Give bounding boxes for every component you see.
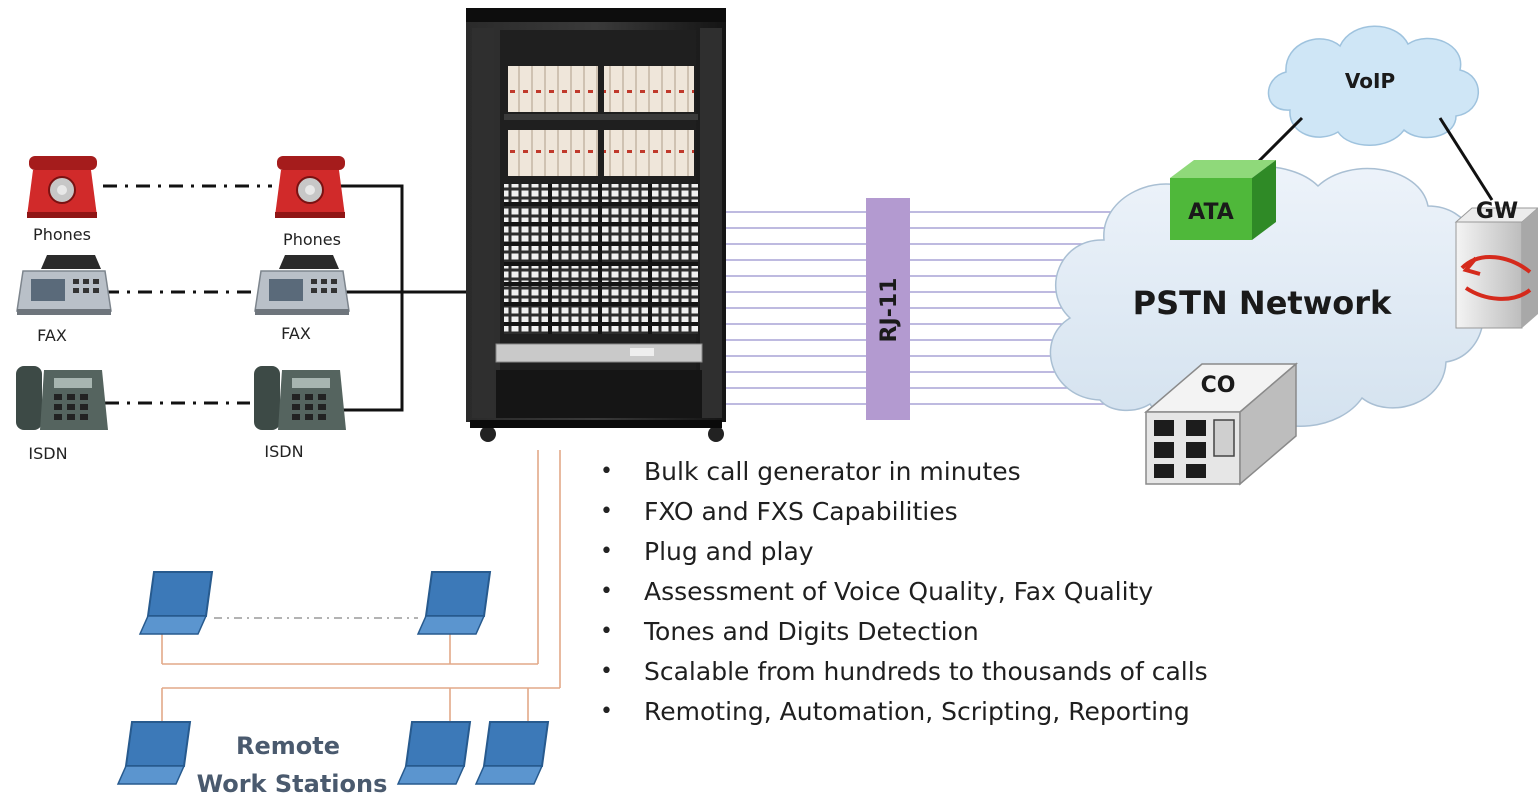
laptop-icon: [116, 721, 192, 785]
fax-icon: [16, 255, 112, 315]
phones-right-label: Phones: [283, 230, 341, 249]
feature-item: Remoting, Automation, Scripting, Reporti…: [598, 692, 1208, 732]
voip-cloud: [1267, 25, 1479, 146]
fax-right-label: FAX: [281, 324, 311, 343]
isdn-right-label: ISDN: [264, 442, 303, 461]
feature-item: Tones and Digits Detection: [598, 612, 1208, 652]
feature-list: Bulk call generator in minutes FXO and F…: [598, 452, 1208, 732]
feature-item: Assessment of Voice Quality, Fax Quality: [598, 572, 1208, 612]
ata-label: ATA: [1188, 200, 1234, 225]
laptop-icon: [138, 571, 214, 635]
device-to-rack-cable: [338, 184, 466, 412]
ata-box-icon: [1170, 160, 1276, 240]
feature-item: Plug and play: [598, 532, 1208, 572]
server-rack-icon: [466, 8, 726, 442]
feature-item: FXO and FXS Capabilities: [598, 492, 1208, 532]
isdn-phone-icon: [16, 366, 108, 430]
laptop-icon: [474, 721, 550, 785]
lan-cables: [161, 450, 561, 722]
isdn-phone-icon: [254, 366, 346, 430]
voip-label: VoIP: [1345, 69, 1395, 93]
rj11-cable-bundle: [726, 211, 1140, 405]
rj11-band: [866, 198, 910, 420]
feature-item: Bulk call generator in minutes: [598, 452, 1208, 492]
isdn-left-label: ISDN: [28, 444, 67, 463]
phone-icon: [27, 156, 97, 218]
feature-item: Scalable from hundreds to thousands of c…: [598, 652, 1208, 692]
device-link-lines: [103, 184, 272, 405]
gateway-icon: [1454, 207, 1538, 329]
remote-label-line2: Work Stations: [197, 770, 388, 796]
remote-label-line1: Remote: [236, 732, 340, 760]
laptop-icon: [416, 571, 492, 635]
gw-label: GW: [1476, 199, 1518, 224]
fax-icon: [254, 255, 350, 315]
co-label: CO: [1201, 373, 1236, 398]
rj11-label: RJ-11: [877, 278, 902, 343]
phones-left-label: Phones: [33, 225, 91, 244]
pstn-label: PSTN Network: [1133, 284, 1392, 322]
laptop-icon: [396, 721, 472, 785]
fax-left-label: FAX: [37, 326, 67, 345]
phone-icon: [275, 156, 345, 218]
